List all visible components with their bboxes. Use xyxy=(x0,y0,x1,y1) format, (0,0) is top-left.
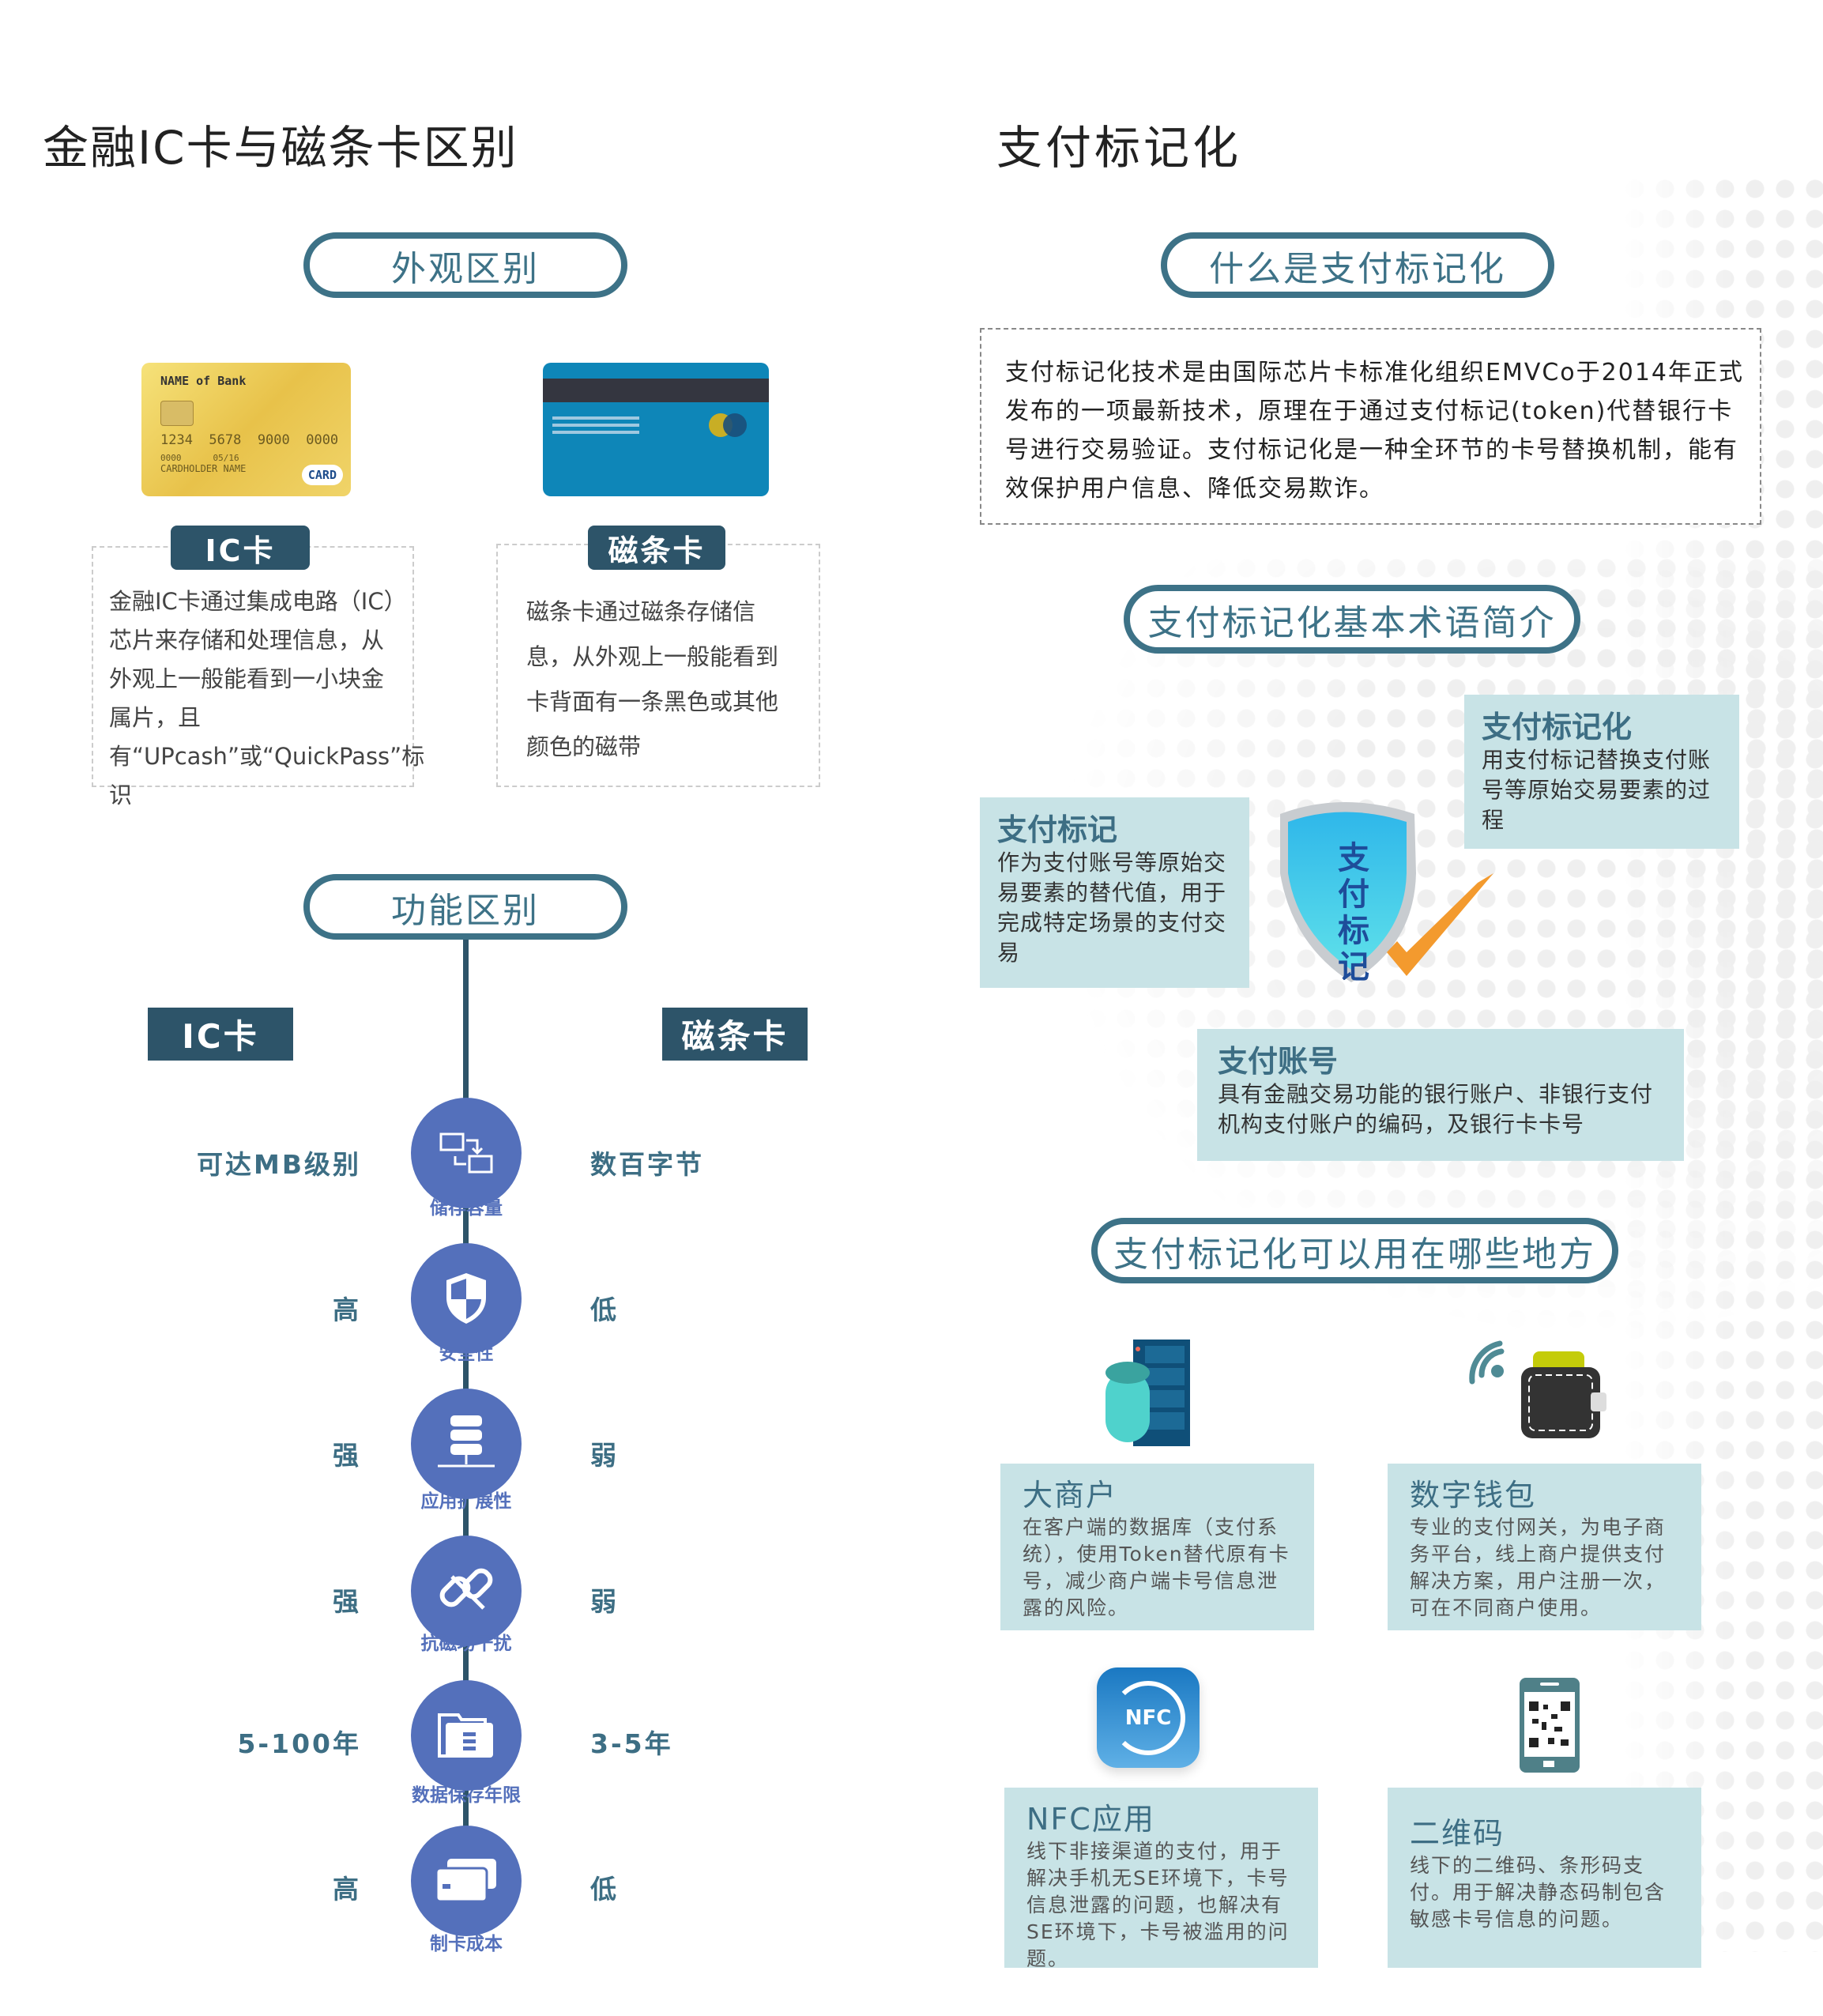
mag-label: 磁条卡 xyxy=(588,526,725,570)
use-qr-code: 二维码 线下的二维码、条形码支付。用于解决静态码制包含敏感卡号信息的问题。 xyxy=(1388,1788,1701,1968)
col-ic-header: IC卡 xyxy=(148,1008,293,1061)
ic-value: 高 xyxy=(333,1874,361,1905)
folder-icon xyxy=(411,1680,522,1791)
term-desc: 作为支付账号等原始交易要素的替代值，用于完成特定场景的支付交易 xyxy=(997,850,1227,966)
function-pill: 功能区别 xyxy=(303,874,627,940)
mag-value: 低 xyxy=(590,1874,619,1905)
server-icon xyxy=(411,1389,522,1499)
row-label: 数据保存年限 xyxy=(412,1785,521,1806)
card-bank-name: NAME of Bank xyxy=(160,374,247,388)
nfc-logo-text: NFC xyxy=(1124,1705,1172,1730)
terms-pill: 支付标记化基本术语简介 xyxy=(1124,585,1580,654)
use-title: 二维码 xyxy=(1410,1816,1505,1851)
data-transfer-icon xyxy=(411,1098,522,1208)
mag-desc: 磁条卡通过磁条存储信息，从外观上一般能看到卡背面有一条黑色或其他颜色的磁带 xyxy=(526,598,779,760)
right-title: 支付标记化 xyxy=(996,121,1242,175)
ic-value: 强 xyxy=(333,1586,361,1617)
use-nfc: NFC应用 线下非接渠道的支付，用于解决手机无SE环境下，卡号信息泄露的问题，也… xyxy=(1004,1788,1318,1970)
mag-desc-box: 磁条卡通过磁条存储信息，从外观上一般能看到卡背面有一条黑色或其他颜色的磁带 xyxy=(496,544,820,787)
uses-pill: 支付标记化可以用在哪些地方 xyxy=(1091,1218,1618,1283)
mag-card-image xyxy=(543,363,769,496)
qr-phone-icon xyxy=(1520,1678,1580,1776)
ic-desc: 金融IC卡通过集成电路（IC）芯片来存储和处理信息，从外观上一般能看到一小块金属… xyxy=(109,588,425,808)
wallet-icon xyxy=(1466,1336,1608,1445)
magnetic-stripe xyxy=(543,379,769,402)
term-title: 支付标记 xyxy=(997,812,1118,847)
use-desc: 线下非接渠道的支付，用于解决手机无SE环境下，卡号信息泄露的问题，也解决有SE环… xyxy=(1026,1840,1290,1970)
mag-value: 3-5年 xyxy=(590,1728,673,1759)
nfc-icon: NFC xyxy=(1097,1667,1200,1768)
use-desc: 在客户端的数据库（支付系统），使用Token替代原有卡号，减少商户端卡号信息泄露… xyxy=(1023,1516,1290,1619)
mag-value: 弱 xyxy=(590,1440,619,1471)
left-title: 金融IC卡与磁条卡区别 xyxy=(43,121,518,175)
what-desc: 支付标记化技术是由国际芯片卡标准化组织EMVCo于2014年正式发布的一项最新技… xyxy=(1005,359,1745,503)
mag-value: 低 xyxy=(590,1294,619,1325)
term-tokenization: 支付标记化 用支付标记替换支付账号等原始交易要素的过程 xyxy=(1464,695,1739,849)
ic-value: 可达MB级别 xyxy=(197,1149,361,1180)
ic-value: 高 xyxy=(333,1294,361,1325)
row-label: 制卡成本 xyxy=(430,1934,503,1954)
cards-icon xyxy=(411,1826,522,1936)
ic-value: 强 xyxy=(333,1440,361,1471)
term-desc: 用支付标记替换支付账号等原始交易要素的过程 xyxy=(1482,747,1712,833)
term-title: 支付账号 xyxy=(1218,1044,1339,1079)
what-desc-box: 支付标记化技术是由国际芯片卡标准化组织EMVCo于2014年正式发布的一项最新技… xyxy=(980,328,1761,525)
shield-check-icon: 支付标记 xyxy=(1272,794,1509,985)
use-title: 数字钱包 xyxy=(1410,1478,1537,1513)
ic-card-image: NAME of Bank 1234 5678 9000 0000 0000 05/… xyxy=(141,363,351,496)
use-digital-wallet: 数字钱包 专业的支付网关，为电子商务平台，线上商户提供支付解决方案，用户注册一次… xyxy=(1388,1464,1701,1630)
term-token: 支付标记 作为支付账号等原始交易要素的替代值，用于完成特定场景的支付交易 xyxy=(980,797,1249,988)
database-server-icon xyxy=(1105,1340,1192,1449)
row-label: 应用扩展性 xyxy=(420,1491,512,1512)
ic-desc-box: 金融IC卡通过集成电路（IC）芯片来存储和处理信息，从外观上一般能看到一小块金属… xyxy=(92,546,424,808)
use-desc: 专业的支付网关，为电子商务平台，线上商户提供支付解决方案，用户注册一次，可在不同… xyxy=(1410,1516,1667,1619)
appearance-pill: 外观区别 xyxy=(303,232,627,298)
chip-icon xyxy=(160,401,194,426)
what-pill: 什么是支付标记化 xyxy=(1161,232,1554,298)
card-brand: CARD xyxy=(301,465,343,485)
shield-icon xyxy=(411,1243,522,1354)
card-code: 0000 xyxy=(160,453,182,463)
term-account: 支付账号 具有金融交易功能的银行账户、非银行支付机构支付账户的编码，及银行卡卡号 xyxy=(1197,1029,1684,1161)
term-desc: 具有金融交易功能的银行账户、非银行支付机构支付账户的编码，及银行卡卡号 xyxy=(1218,1081,1654,1137)
use-desc: 线下的二维码、条形码支付。用于解决静态码制包含敏感卡号信息的问题。 xyxy=(1410,1854,1667,1931)
shield-text: 支付标记 xyxy=(1338,840,1369,985)
row-label: 抗磁场干扰 xyxy=(420,1634,512,1654)
broken-link-icon xyxy=(411,1536,522,1646)
mag-value: 弱 xyxy=(590,1586,619,1617)
term-title: 支付标记化 xyxy=(1482,710,1633,744)
use-large-merchant: 大商户 在客户端的数据库（支付系统），使用Token替代原有卡号，减少商户端卡号… xyxy=(1000,1464,1314,1630)
card-holder: CARDHOLDER NAME xyxy=(160,463,247,474)
col-mag-header: 磁条卡 xyxy=(662,1008,808,1061)
ic-value: 5-100年 xyxy=(237,1728,361,1759)
mag-value: 数百字节 xyxy=(590,1149,704,1180)
card-number: 1234 5678 9000 0000 xyxy=(160,432,339,448)
ic-label: IC卡 xyxy=(171,526,310,570)
use-title: NFC应用 xyxy=(1026,1802,1155,1837)
row-label: 安全性 xyxy=(439,1343,494,1364)
row-label: 储存容量 xyxy=(430,1198,503,1219)
card-valid: 05/16 xyxy=(213,453,239,463)
use-title: 大商户 xyxy=(1023,1478,1118,1513)
